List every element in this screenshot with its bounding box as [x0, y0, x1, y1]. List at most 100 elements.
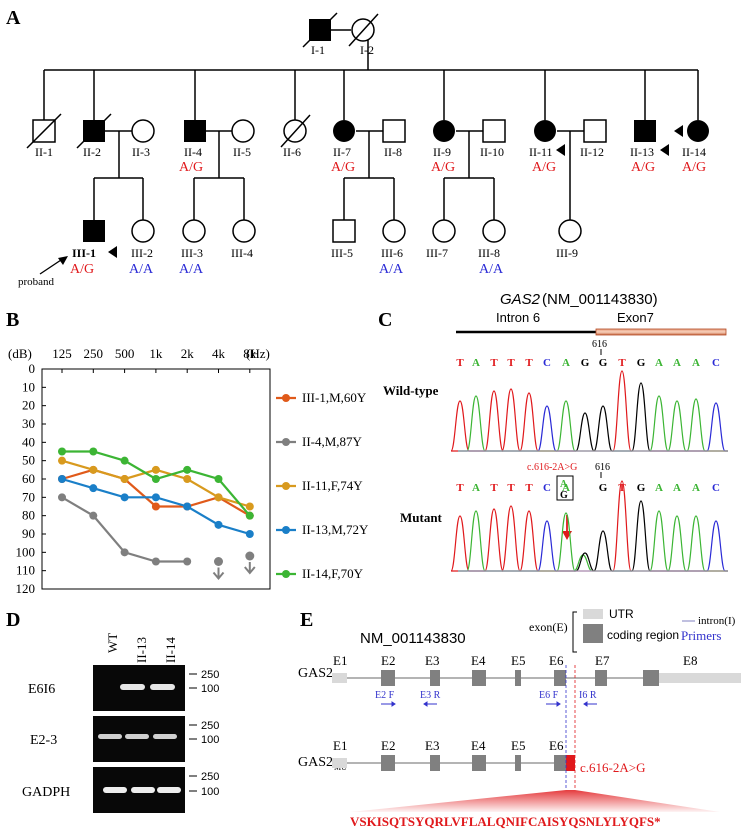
- y-tick-label: 60: [22, 471, 35, 486]
- svg-text:E2: E2: [381, 653, 395, 668]
- individual-ii12-label: II-12: [580, 145, 604, 159]
- y-tick-label: 50: [22, 453, 35, 468]
- legend-coding-swatch: [583, 624, 603, 643]
- proband-label: proband: [18, 276, 55, 288]
- individual-i2-label: I-2: [360, 43, 374, 57]
- trace-curve: [450, 370, 728, 452]
- mu-model-label: GAS2: [298, 755, 333, 770]
- base-call: C: [543, 482, 551, 494]
- genotype-ii4: A/G: [179, 160, 203, 175]
- data-point: [120, 456, 129, 465]
- y-tick-label: 90: [22, 526, 35, 541]
- x-tick-label: 2k: [181, 346, 195, 361]
- mu-position: 616: [595, 462, 610, 473]
- mu-e5: [515, 755, 521, 771]
- data-point: [214, 520, 223, 529]
- base-call: T: [456, 482, 464, 494]
- y-tick-label: 0: [29, 361, 36, 376]
- individual-ii14-label: II-14: [682, 145, 706, 159]
- marker-250-a: 250: [201, 669, 219, 681]
- data-point: [120, 475, 129, 483]
- primer-arrows: [381, 701, 597, 707]
- band-e6i6-ii13: [120, 684, 145, 690]
- gene-name: GAS2: [500, 291, 541, 308]
- individual-ii2-label: II-2: [83, 145, 101, 159]
- base-call: G: [599, 357, 608, 369]
- genotype-ii14: A/G: [682, 160, 706, 175]
- individual-iii9-symbol: [558, 219, 582, 243]
- base-call: A: [472, 482, 480, 494]
- x-unit-label: (Hz): [246, 346, 270, 361]
- data-point: [58, 493, 66, 502]
- individual-ii6-label: II-6: [283, 145, 301, 159]
- svg-text:E6: E6: [549, 738, 564, 753]
- legend-intron: intron(I): [698, 615, 736, 627]
- base-call: T: [525, 357, 533, 369]
- band-e2-3-ii13: [125, 734, 149, 739]
- wt-e8-coding: [643, 670, 659, 686]
- wt-e4: [472, 670, 486, 686]
- legend-marker: [282, 526, 290, 534]
- individual-ii4-label: II-4: [184, 145, 202, 159]
- x-tick-label: 4k: [212, 346, 226, 361]
- svg-text:E3 R: E3 R: [420, 690, 441, 701]
- y-tick-label: 110: [16, 563, 35, 578]
- exon-bar: [595, 328, 727, 336]
- genotype-ii9: A/G: [431, 160, 455, 175]
- y-tick-label: 120: [16, 581, 36, 596]
- arrowhead-ii13: [660, 144, 669, 156]
- audiogram-series: [58, 447, 256, 581]
- base-call: T: [507, 357, 515, 369]
- model-transcript: NM_001143830: [360, 630, 466, 647]
- mutation-label: c.616-2A>G: [527, 462, 577, 473]
- individual-ii14-symbol: [687, 120, 709, 142]
- svg-text:E3: E3: [425, 738, 439, 753]
- legend-marker: [282, 394, 290, 402]
- pedigree-lines: [43, 29, 699, 220]
- x-tick-label: 125: [52, 346, 72, 361]
- individual-iii9-label: III-9: [556, 246, 578, 260]
- svg-text:E6 F: E6 F: [539, 690, 559, 701]
- genotype-iii6: A/A: [379, 262, 404, 277]
- base-call: T: [456, 357, 464, 369]
- base-call: A: [673, 482, 681, 494]
- legend-coding: coding region: [607, 628, 679, 642]
- y-unit-label: (dB): [8, 346, 32, 361]
- y-tick-label: 20: [22, 398, 35, 413]
- legend-entry: II-14,F,70Y: [302, 566, 364, 581]
- trace-curve: [458, 500, 728, 572]
- svg-text:E7: E7: [595, 653, 610, 668]
- chromatogram-panel: C GAS2 (NM_001143830) Intron 6 Exon7 616…: [378, 291, 728, 572]
- individual-ii3-symbol: [131, 119, 155, 143]
- svg-text:E1: E1: [333, 738, 347, 753]
- base-call: G: [599, 482, 608, 494]
- mu-e6: [554, 755, 566, 771]
- data-point: [58, 475, 66, 483]
- panel-label-d: D: [6, 609, 20, 631]
- data-point: [183, 465, 192, 474]
- data-point: [183, 475, 192, 483]
- svg-text:E1: E1: [333, 653, 347, 668]
- legend-primers: Primers: [681, 628, 721, 643]
- svg-text:E2 F: E2 F: [375, 690, 395, 701]
- panel-label-c: C: [378, 309, 392, 331]
- base-call: G: [637, 357, 646, 369]
- panel-label-b: B: [6, 309, 19, 331]
- data-point: [151, 493, 160, 502]
- legend-marker: [282, 570, 290, 578]
- mutation-box: [556, 475, 574, 501]
- data-point: [89, 511, 98, 520]
- genotype-ii11: A/G: [532, 160, 556, 175]
- individual-ii1-label: II-1: [35, 145, 53, 159]
- mu-exon-labels: E1 E2 E3 E4 E5 E6: [333, 738, 564, 753]
- legend-utr-swatch: [583, 609, 603, 619]
- y-tick-label: 100: [16, 544, 36, 559]
- data-point: [58, 447, 66, 456]
- legend-entry: III-1,M,60Y: [302, 390, 367, 405]
- individual-ii10-label: II-10: [480, 145, 504, 159]
- base-call: A: [562, 482, 570, 494]
- data-point: [89, 447, 98, 456]
- mutant-label: Mutant: [400, 510, 443, 525]
- trace-curve: [450, 480, 728, 572]
